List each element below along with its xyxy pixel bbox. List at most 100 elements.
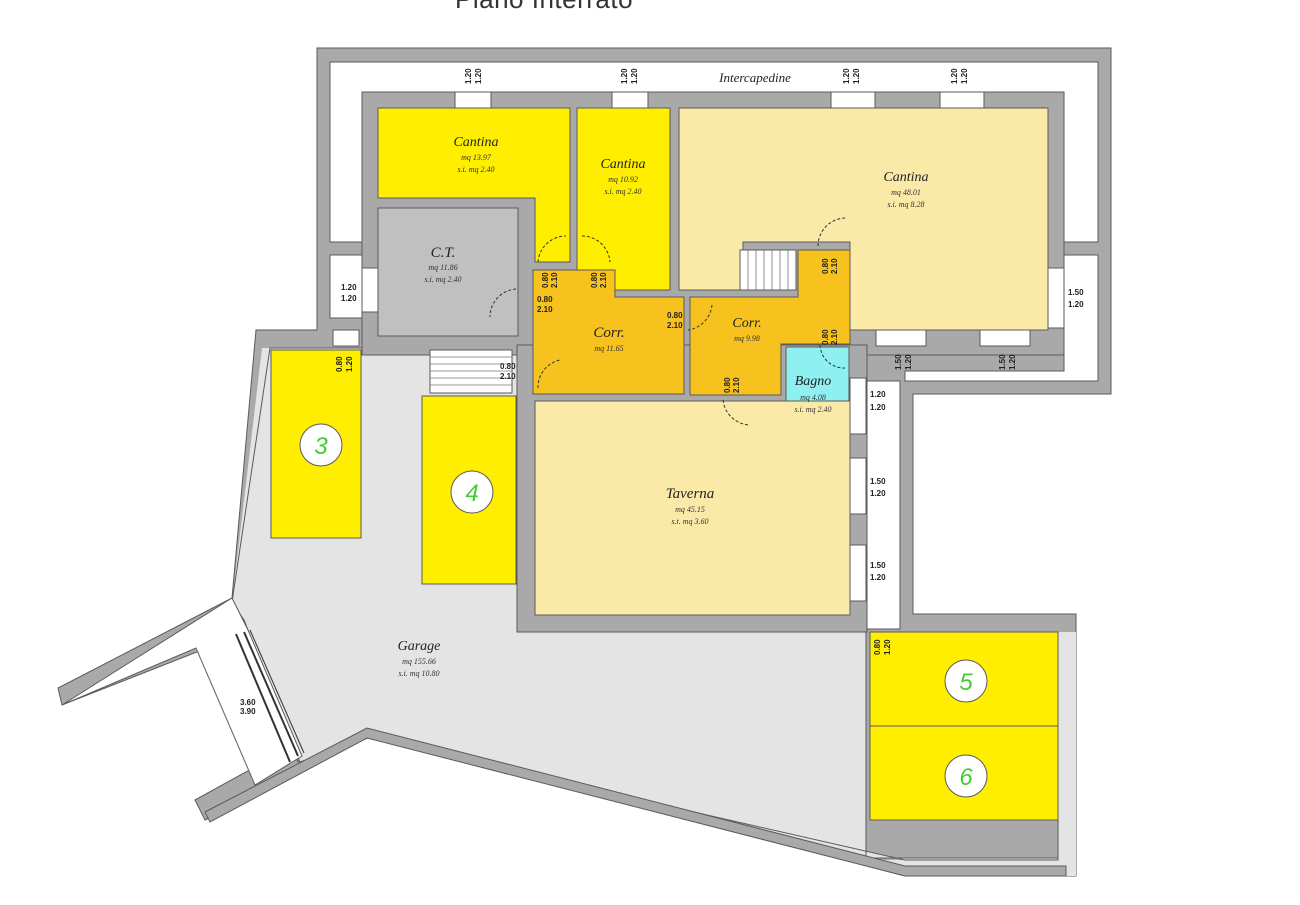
cantina2-si: s.i. mq 2.40 [604, 187, 641, 196]
dim-top-3a: 1.20 [842, 68, 851, 84]
dim-door-taverna-a: 0.80 [723, 377, 732, 393]
garage-area: mq 155.66 [402, 657, 436, 666]
dim-door-ct-a: 0.80 [537, 295, 553, 304]
dim-right-4b: 1.20 [870, 573, 886, 582]
garage-door-line3 [249, 629, 305, 754]
windows [332, 91, 1065, 602]
dim-door-c1b: 2.10 [550, 272, 559, 288]
garage-door-line1 [235, 633, 291, 763]
bagno-si: s.i. mq 2.40 [794, 405, 831, 414]
dim-door-cantina3-a: 0.80 [821, 258, 830, 274]
room-cantina-3 [678, 107, 1049, 331]
dim-right-1b: 1.20 [1068, 300, 1084, 309]
stairs-upper-treads [747, 250, 789, 290]
page-title: Piano Interrato [455, 0, 633, 15]
cantina3-si: s.i. mq 8.28 [887, 200, 924, 209]
dim-door-c2a: 0.80 [590, 272, 599, 288]
ct-area: mq 11.86 [428, 263, 457, 272]
dim-top-4a: 1.20 [950, 68, 959, 84]
dim-door-c2b: 2.10 [599, 272, 608, 288]
stairs-garage-treads [430, 356, 512, 386]
dim-door-corr-b: 2.10 [667, 321, 683, 330]
dim-right-4a: 1.50 [870, 561, 886, 570]
dim-door-corr-a: 0.80 [667, 311, 683, 320]
garage-si: s.i. mq 10.80 [398, 669, 439, 678]
ramp-dashed-line [195, 647, 256, 786]
cantina3-area: mq 48.01 [891, 188, 921, 197]
dim-door-taverna-b: 2.10 [732, 377, 741, 393]
dim-door-c1a: 0.80 [541, 272, 550, 288]
garage-name: Garage [398, 639, 441, 654]
slot-6-badge [944, 754, 988, 798]
right-corridor-void [865, 380, 901, 630]
cantina3-name: Cantina [883, 170, 928, 185]
slot-4-number: 4 [465, 480, 478, 507]
corr2-name: Corr. [732, 316, 761, 331]
dim-door-ct-b: 2.10 [537, 305, 553, 314]
dim-door-bagno-b: 2.10 [830, 329, 839, 345]
dim-door-bagno-a: 0.80 [821, 329, 830, 345]
room-taverna [534, 400, 851, 616]
dim-top-3b: 1.20 [852, 68, 861, 84]
room-corr-1 [532, 269, 685, 395]
dim-top-2b: 1.20 [630, 68, 639, 84]
bagno-name: Bagno [795, 374, 832, 389]
dim-door-slot3-a: 0.80 [335, 356, 344, 372]
slot-5-badge [944, 659, 988, 703]
room-cantina-1 [377, 107, 571, 263]
dim-door-slot3-b: 1.20 [345, 356, 354, 372]
cantina1-si: s.i. mq 2.40 [457, 165, 494, 174]
cantina2-area: mq 10.92 [608, 175, 638, 184]
label-intercapedine: Intercapedine [718, 70, 791, 85]
stairs-upper [739, 249, 797, 291]
corr2-area: mq 9.98 [734, 334, 760, 343]
room-ct [377, 207, 519, 337]
slot-4-badge [450, 470, 494, 514]
dim-left-b: 1.20 [341, 294, 357, 303]
taverna-area: mq 45.15 [675, 505, 705, 514]
dim-garage-a: 3.60 [240, 698, 256, 707]
taverna-name: Taverna [666, 486, 715, 502]
room-cantina-2 [576, 107, 671, 291]
dim-door-cantina3-b: 2.10 [830, 258, 839, 274]
room-corr-2 [689, 249, 851, 396]
cantina2-name: Cantina [600, 157, 645, 172]
ct-si: s.i. mq 2.40 [424, 275, 461, 284]
door-swings [489, 217, 847, 426]
dim-door-stairs-a: 0.80 [500, 362, 516, 371]
dim-garage-b: 3.90 [240, 707, 256, 716]
intercapedine-void-right [904, 254, 1099, 382]
dim-right-2b: 1.20 [870, 403, 886, 412]
slot-3-number: 3 [314, 433, 328, 460]
slot-6-number: 6 [959, 764, 973, 791]
slot-3-badge [299, 423, 343, 467]
slot-5-number: 5 [959, 669, 973, 696]
dim-bottom-2a: 1.50 [998, 354, 1007, 370]
corr1-name: Corr. [593, 325, 624, 341]
garage-lower-wall [204, 727, 1067, 877]
dim-bottom-2b: 1.20 [1008, 354, 1017, 370]
dim-top-1a: 1.20 [464, 68, 473, 84]
cantina1-name: Cantina [453, 135, 498, 150]
dim-door-right-b: 1.20 [883, 639, 892, 655]
dim-door-stairs-b: 2.10 [500, 372, 516, 381]
dim-right-1a: 1.50 [1068, 288, 1084, 297]
dim-top-4b: 1.20 [960, 68, 969, 84]
dim-bottom-1b: 1.20 [904, 354, 913, 370]
corr1-area: mq 11.65 [594, 344, 623, 353]
dim-left-a: 1.20 [341, 283, 357, 292]
dim-top-1b: 1.20 [474, 68, 483, 84]
dim-right-3b: 1.20 [870, 489, 886, 498]
dimension-labels: 1.20 1.20 1.20 1.20 1.20 1.20 1.20 1.20 … [240, 68, 1084, 716]
dim-right-3a: 1.50 [870, 477, 886, 486]
taverna-si: s.t. mq 3.60 [671, 517, 708, 526]
garage-door-line2 [243, 631, 299, 757]
ct-name: C.T. [431, 245, 456, 261]
bagno-area: mq 4.08 [800, 393, 826, 402]
dim-right-2a: 1.20 [870, 390, 886, 399]
dim-top-2a: 1.20 [620, 68, 629, 84]
dim-door-right-a: 0.80 [873, 639, 882, 655]
cantina1-area: mq 13.97 [461, 153, 492, 162]
